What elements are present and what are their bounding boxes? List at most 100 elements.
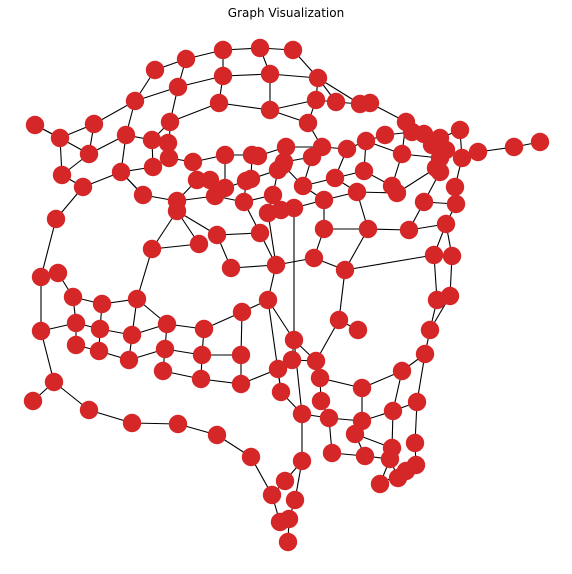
graph-node [268,359,288,379]
graph-node [194,319,214,339]
graph-node [298,113,318,133]
graph-node [168,414,188,434]
graph-node [248,146,268,166]
graph-node [207,225,227,245]
graph-node [436,214,456,234]
graph-node [407,392,427,412]
graph-node [176,49,196,69]
graph-node [337,139,357,159]
graph-node [260,64,280,84]
graph-node [192,345,212,365]
graph-node [79,144,99,164]
graph-node [446,194,466,214]
graph-node [241,169,261,189]
graph-node [168,77,188,97]
graph-node [355,446,375,466]
graph-node [276,137,296,157]
graph-node [66,313,86,333]
graph-node [221,258,241,278]
graph-node [292,404,312,424]
graph-node [311,391,331,411]
graph-node [143,157,163,177]
graph-node [306,90,326,110]
graph-node [270,512,290,532]
graph-node [380,449,400,469]
node-layer [23,38,550,552]
graph-node [284,330,304,350]
graph-node [213,66,233,86]
graph-node [258,290,278,310]
graph-node [215,145,235,165]
graph-node [424,245,444,265]
graph-node [271,382,291,402]
graph-node [213,40,233,60]
graph-node [322,443,342,463]
graph-node [241,447,261,467]
graph-node [450,120,470,140]
graph-node [46,209,66,229]
graph-node [504,137,524,157]
graph-node [388,468,408,488]
graph-node [405,433,425,453]
graph-node [442,246,462,266]
graph-node [420,320,440,340]
graph-node [155,339,175,359]
graph-edge [293,339,303,415]
graph-node [273,155,293,175]
graph-node [116,125,136,145]
graph-node [122,413,142,433]
graph-node [260,100,280,120]
graph-node [73,177,93,197]
graph-node [189,234,209,254]
graph-node [282,350,302,370]
graph-node [284,198,304,218]
graph-node [234,192,254,212]
graph-node [119,350,139,370]
graph-node [157,314,177,334]
graph-node [205,186,225,206]
graph-node [275,471,295,491]
graph-node [200,170,220,190]
graph-edge [40,218,57,278]
graph-node [191,369,211,389]
graph-node [325,168,345,188]
graph-node [50,128,70,148]
graph-node [250,223,270,243]
graph-node [90,319,110,339]
graph-node [160,112,180,132]
graph-node [31,267,51,287]
graph-node [263,185,283,205]
graph-node [352,378,372,398]
graph-node [430,162,450,182]
graph-node [127,289,147,309]
graph-node [125,91,145,111]
graph-node [25,115,45,135]
graph-node [48,263,68,283]
graph-node [231,345,251,365]
graph-node [312,137,332,157]
graph-node [415,344,435,364]
graph-node [392,361,412,381]
graph-node [63,287,83,307]
graph-node [392,144,412,164]
graph-node [258,203,278,223]
graph-node [285,490,305,510]
graph-node [142,130,162,150]
graph-node [250,38,270,58]
graph-node [278,532,298,552]
graph-node [292,451,312,471]
graph-node [92,294,112,314]
graph-node [66,335,86,355]
graph-node [262,485,282,505]
graph-node [440,286,460,306]
graph-node [304,248,324,268]
graph-node [145,60,165,80]
graph-node [293,176,313,196]
graph-node [232,302,252,322]
graph-node [52,165,72,185]
graph-node [266,255,286,275]
graph-node [399,220,419,240]
graph-node [530,132,550,152]
graph-node [306,351,326,371]
graph-node [314,219,334,239]
